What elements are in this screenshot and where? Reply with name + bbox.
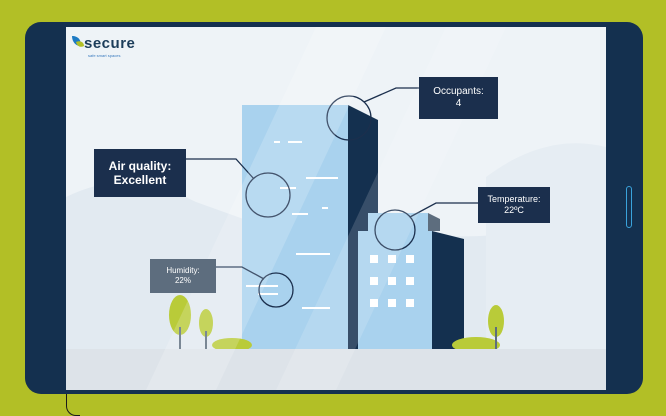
- mid-building-side: [432, 231, 464, 349]
- temperature-label: Temperature: 22ºC: [478, 187, 550, 223]
- air-quality-sensor-circle: [245, 172, 291, 218]
- occupants-label: Occupants: 4: [419, 77, 498, 119]
- occupants-leader: [363, 87, 422, 103]
- humidity-label: Humidity: 22%: [150, 259, 216, 293]
- temperature-sensor-circle: [374, 209, 416, 251]
- tablet-screen: secure safe smart spaces Occupants: 4 Ai…: [66, 27, 606, 390]
- temperature-value: 22ºC: [504, 205, 524, 215]
- humidity-leader: [216, 266, 265, 280]
- mid-building-top-side: [428, 213, 440, 231]
- logo-tagline: safe smart spaces: [88, 53, 121, 58]
- trees-left: [169, 295, 252, 352]
- ground: [66, 349, 606, 390]
- logo-wordmark: secure: [84, 35, 136, 52]
- occupants-sensor-circle: [326, 95, 372, 141]
- humidity-title: Humidity:: [166, 266, 200, 276]
- screen-glare: [146, 27, 386, 390]
- tall-building-front: [242, 105, 348, 349]
- air-quality-leader: [186, 158, 255, 180]
- occupants-value: 4: [455, 98, 462, 109]
- temperature-leader: [409, 202, 480, 218]
- side-button-icon[interactable]: [626, 186, 632, 228]
- leaf-icon: [72, 36, 84, 47]
- occupants-title: Occupants:: [433, 86, 484, 97]
- mid-building-windows: [370, 255, 414, 307]
- air-quality-title: Air quality:: [108, 158, 172, 173]
- mid-building-front: [358, 231, 432, 349]
- background-hill-back: [486, 143, 606, 349]
- tall-building-windows: [246, 141, 338, 309]
- air-quality-label: Air quality: Excellent: [94, 149, 186, 197]
- humidity-value: 22%: [174, 276, 191, 285]
- cable: [66, 394, 80, 416]
- air-quality-value: Excellent: [113, 173, 167, 187]
- temperature-title: Temperature:: [487, 194, 541, 205]
- mid-building-top: [368, 213, 428, 231]
- humidity-sensor-circle: [258, 272, 294, 308]
